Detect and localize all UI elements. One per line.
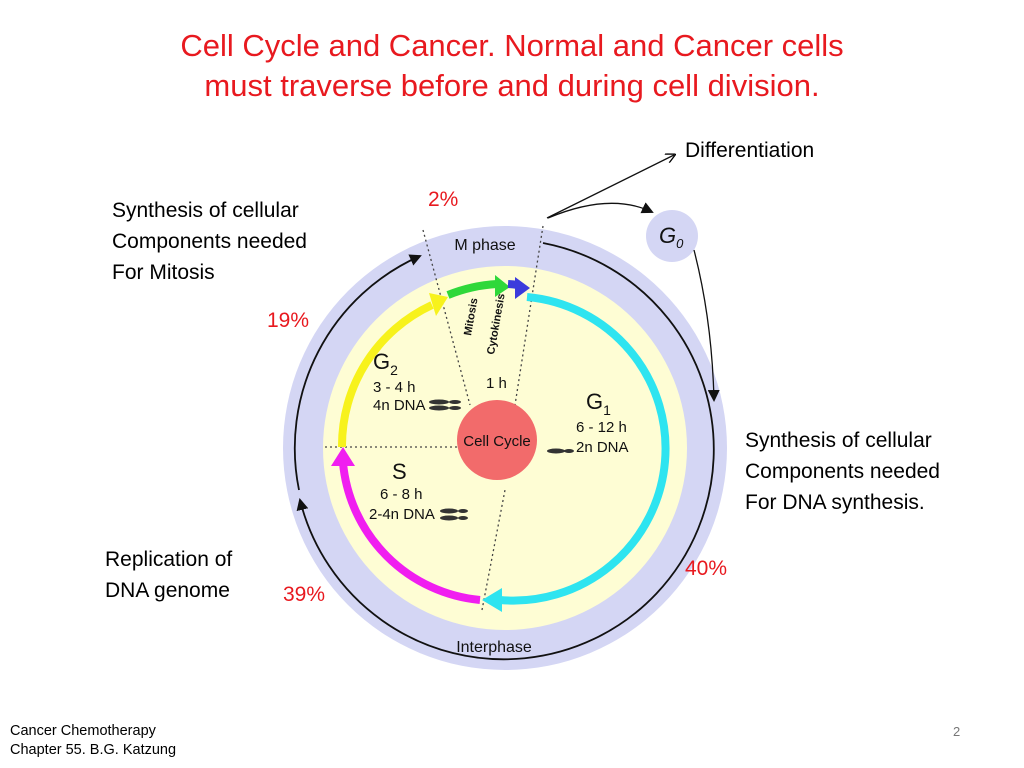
note-line: Components needed bbox=[745, 460, 940, 483]
interphase-label: Interphase bbox=[456, 639, 532, 656]
cytokinesis-arrowhead bbox=[515, 277, 530, 299]
s-percent: 39% bbox=[283, 583, 326, 606]
g2-arrow bbox=[337, 301, 434, 448]
note-line: For DNA synthesis. bbox=[745, 491, 925, 514]
mitosis-components-note: Synthesis of cellular Components needed … bbox=[112, 195, 307, 288]
to-g0-arrow bbox=[547, 202, 654, 219]
note-line: DNA genome bbox=[105, 579, 230, 602]
m-phase-label: M phase bbox=[454, 237, 515, 254]
chromosome-icon-g2 bbox=[429, 399, 461, 411]
note-line: For Mitosis bbox=[112, 261, 215, 284]
differentiation-label: Differentiation bbox=[685, 139, 815, 162]
s-dna: 2-4n DNA bbox=[369, 506, 435, 523]
g1-arrowhead bbox=[482, 588, 502, 612]
note-line: Synthesis of cellular bbox=[745, 429, 932, 452]
g2-percent: 19% bbox=[267, 309, 310, 332]
g1-arrow bbox=[499, 293, 670, 605]
g1-subscript: 1 bbox=[603, 402, 611, 418]
boundary-m-left bbox=[422, 229, 471, 406]
replication-note: Replication of DNA genome bbox=[105, 544, 232, 606]
g2-letter: G2 bbox=[373, 349, 398, 378]
g0-label: G0 bbox=[659, 223, 684, 251]
m-phase-arc-left bbox=[293, 254, 422, 491]
m-percent: 2% bbox=[428, 188, 459, 211]
footer-line-1: Cancer Chemotherapy bbox=[10, 723, 156, 739]
cell-cycle-center-label: Cell Cycle bbox=[463, 433, 531, 450]
g2-time: 3 - 4 h bbox=[373, 379, 416, 396]
chromosome-icon-s bbox=[440, 508, 468, 521]
boundary-m-right bbox=[514, 225, 544, 406]
s-arrowhead bbox=[331, 447, 355, 466]
s-arrow bbox=[339, 462, 481, 604]
g2-arrowhead bbox=[429, 293, 448, 316]
note-line: Replication of bbox=[105, 548, 233, 571]
page-number: 2 bbox=[953, 724, 961, 739]
note-line: Synthesis of cellular bbox=[112, 199, 299, 222]
footer-line-2: Chapter 55. B.G. Katzung bbox=[10, 742, 177, 758]
g2-dna: 4n DNA bbox=[373, 397, 426, 414]
m-arrowhead bbox=[495, 275, 510, 297]
boundary-s-g1 bbox=[481, 489, 506, 611]
title-line-1: Cell Cycle and Cancer. Normal and Cancer… bbox=[180, 28, 844, 63]
s-letter: S bbox=[392, 459, 407, 484]
dna-components-note: Synthesis of cellular Components needed … bbox=[745, 425, 940, 518]
chromosome-icon-g1 bbox=[547, 448, 574, 454]
slide-title: Cell Cycle and Cancer. Normal and Cancer… bbox=[0, 26, 1024, 106]
g0-bubble bbox=[646, 210, 698, 262]
g1-time: 6 - 12 h bbox=[576, 419, 627, 436]
footer-citation: Cancer Chemotherapy Chapter 55. B.G. Kat… bbox=[10, 722, 176, 760]
g1-letter: G1 bbox=[586, 389, 611, 418]
differentiation-arrow bbox=[546, 155, 674, 219]
m-duration: 1 h bbox=[486, 375, 507, 392]
note-line: Components needed bbox=[112, 230, 307, 253]
from-g0-arrow bbox=[693, 249, 720, 402]
s-time: 6 - 8 h bbox=[380, 486, 423, 503]
g0-subscript: 0 bbox=[676, 236, 684, 251]
g1-percent: 40% bbox=[685, 557, 728, 580]
cell-cycle-center bbox=[457, 400, 537, 480]
title-line-2: must traverse before and during cell div… bbox=[204, 68, 820, 103]
interphase-arc-right bbox=[296, 242, 715, 661]
g2-subscript: 2 bbox=[390, 362, 398, 378]
g1-dna: 2n DNA bbox=[576, 439, 629, 456]
